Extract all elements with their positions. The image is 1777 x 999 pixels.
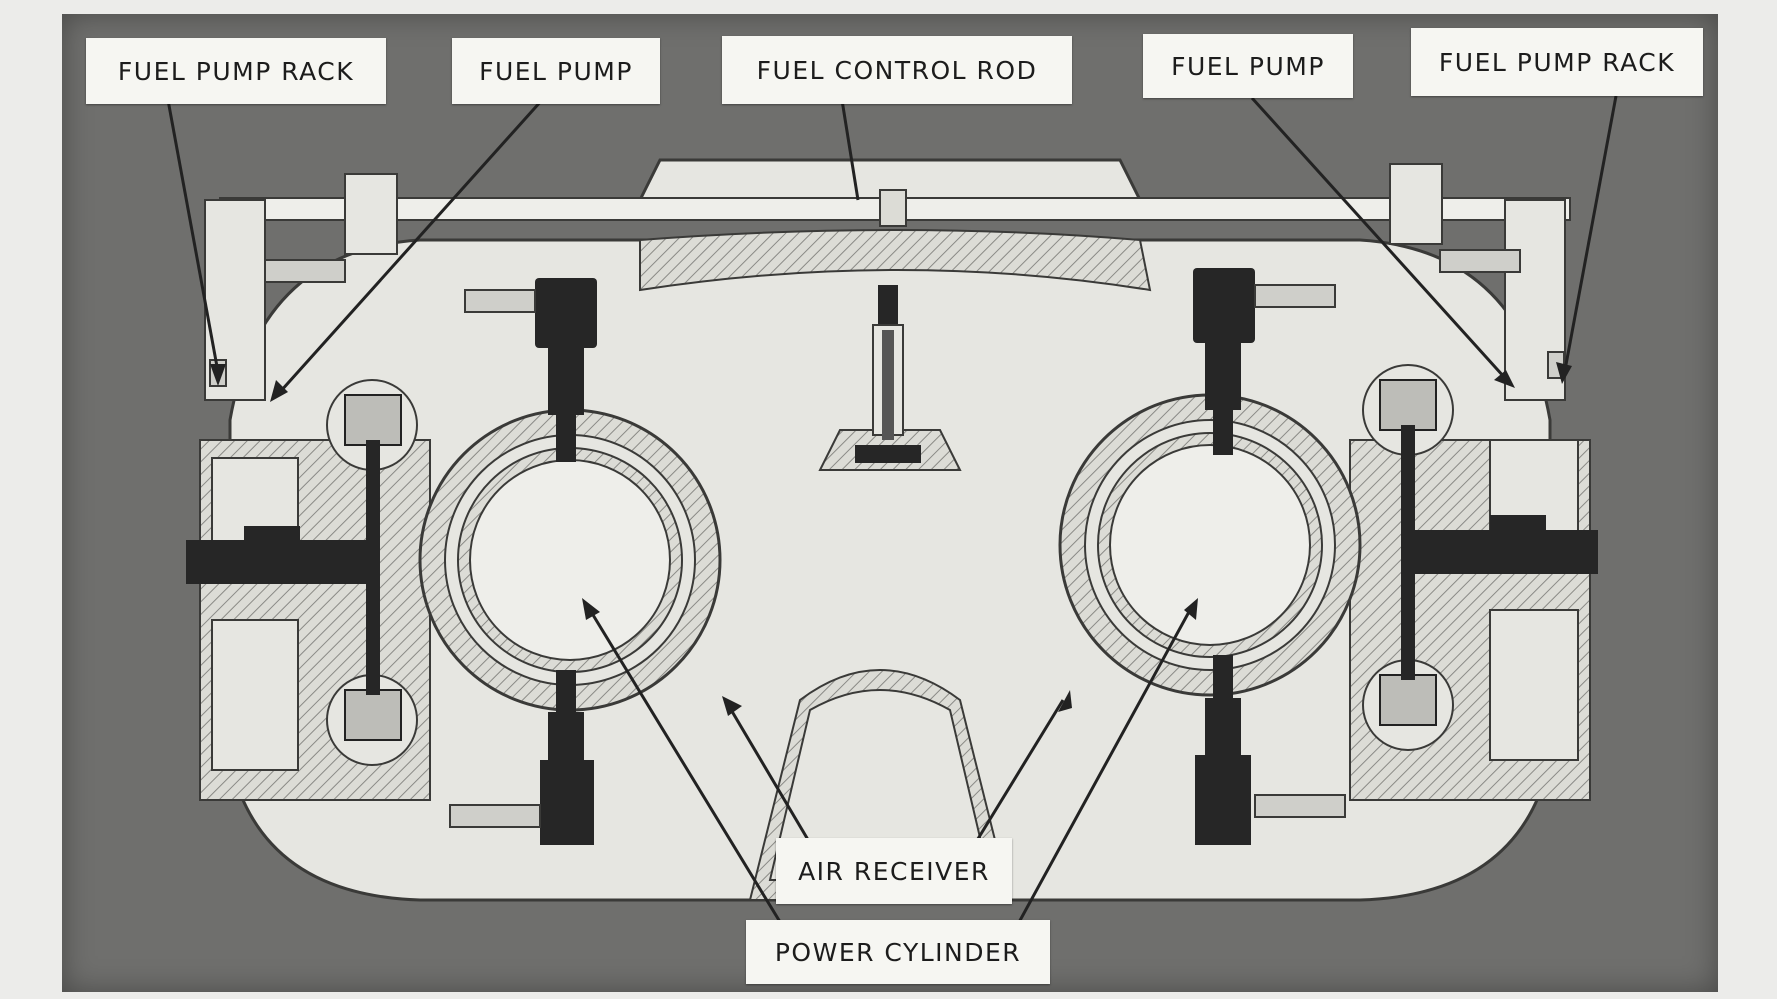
- left-power-cylinder: [418, 408, 722, 712]
- center-valve: [855, 285, 921, 463]
- leader-power-cylinder-left: [588, 609, 790, 936]
- leader-fuel-pump-left: [278, 98, 544, 394]
- label-air-receiver: AIR RECEIVER: [776, 838, 1012, 904]
- leader-power-cylinder-right: [1010, 609, 1192, 936]
- label-fuel-pump-right: FUEL PUMP: [1143, 34, 1353, 98]
- leader-air-receiver-left: [728, 707, 822, 861]
- fuel-injector-lines: [264, 249, 1521, 828]
- leader-air-receiver-right: [963, 699, 1065, 861]
- leader-arrowheads: [210, 362, 1572, 716]
- leader-fuel-pump-rack-right: [1563, 95, 1618, 371]
- left-fuel-pump-block: [186, 379, 431, 801]
- leader-fuel-control-rod: [840, 99, 860, 201]
- label-fuel-pump-rack-left: FUEL PUMP RACK: [86, 38, 386, 104]
- right-power-cylinder: [1058, 393, 1362, 697]
- leader-lines: [166, 95, 1618, 936]
- right-fuel-pump-block: [1349, 364, 1598, 801]
- leader-fuel-pump-right: [1250, 96, 1507, 380]
- leader-fuel-pump-rack-left: [166, 99, 220, 373]
- label-power-cylinder: POWER CYLINDER: [746, 920, 1050, 984]
- label-fuel-pump-left: FUEL PUMP: [452, 38, 660, 104]
- air-receiver-passages: [639, 229, 1152, 901]
- label-fuel-control-rod: FUEL CONTROL ROD: [722, 36, 1072, 104]
- label-fuel-pump-rack-right: FUEL PUMP RACK: [1411, 28, 1703, 96]
- right-fuel-pump-plungers: [1193, 268, 1255, 845]
- right-fuel-pump-rack: [1389, 163, 1566, 401]
- left-fuel-pump-plungers: [535, 278, 597, 845]
- fuel-control-rod: [219, 158, 1571, 227]
